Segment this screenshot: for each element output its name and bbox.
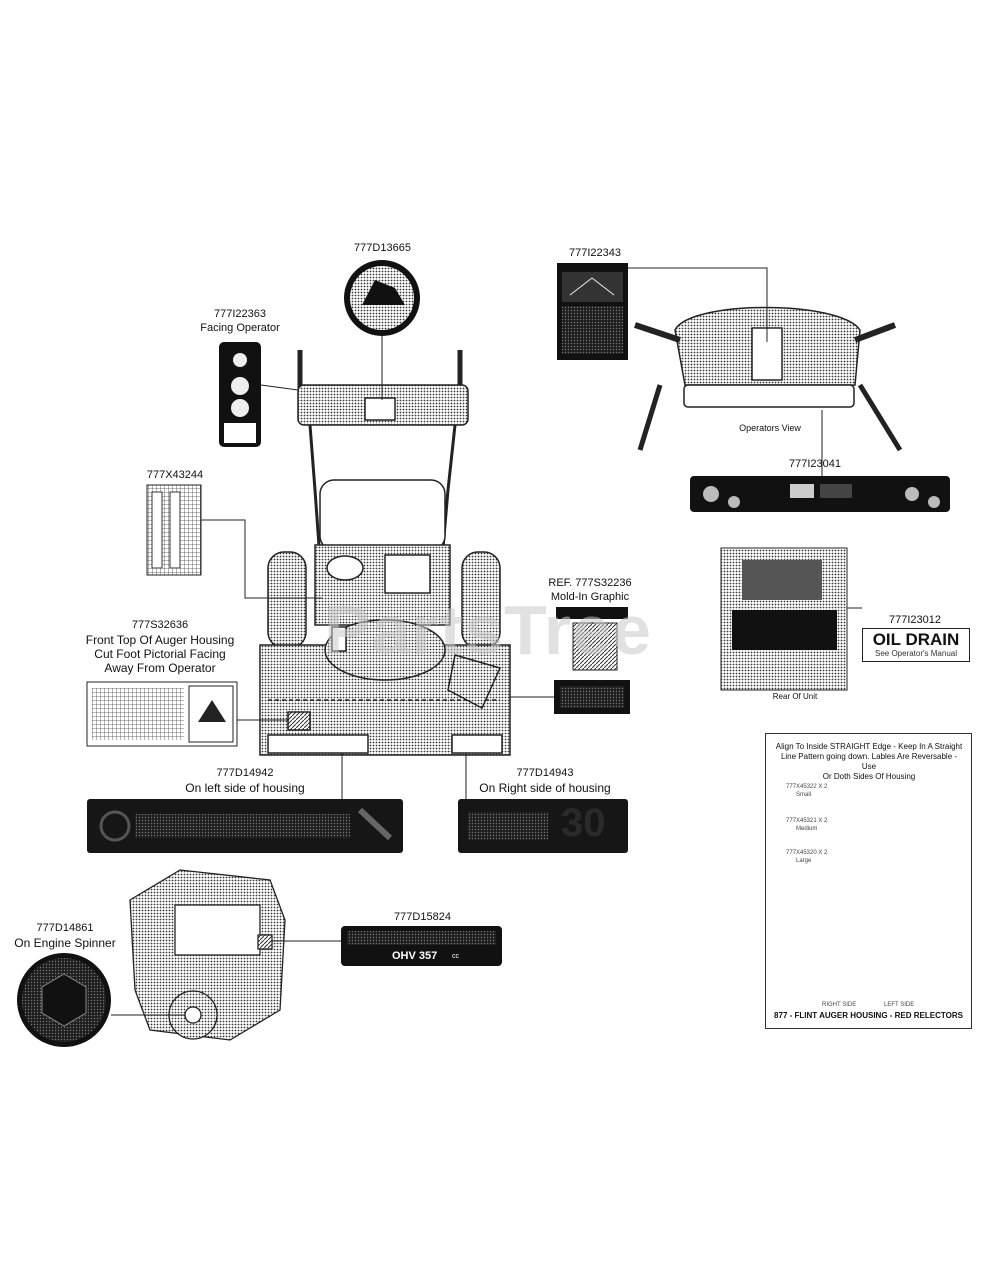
decal-777X43244 bbox=[146, 484, 202, 576]
decal-777D14943 bbox=[458, 799, 628, 853]
label-777S32636: 777S32636 bbox=[131, 619, 189, 631]
reflector-medium-size: Medium bbox=[796, 826, 818, 832]
decal-oil-drain: OIL DRAIN See Operator's Manual bbox=[862, 628, 970, 662]
decal-777I22363 bbox=[219, 342, 261, 447]
reflector-note-line2: Line Pattern going down. Lables Are Reve… bbox=[780, 752, 958, 771]
label-on-left-side: On left side of housing bbox=[185, 781, 305, 795]
rear-of-unit-illustration bbox=[720, 547, 848, 691]
reflector-small-size: Small bbox=[796, 792, 812, 798]
engine-illustration bbox=[129, 869, 286, 1041]
label-cut-foot-pictorial: Cut Foot Pictorial Facing bbox=[94, 647, 226, 661]
reflector-medium-label: 777X45321 X 2 bbox=[786, 818, 828, 824]
decal-777S32636 bbox=[86, 681, 238, 747]
operators-view-illustration bbox=[634, 306, 903, 452]
label-777I22343: 777I22343 bbox=[569, 247, 621, 259]
engine-model-text: OHV 357 bbox=[392, 950, 438, 962]
label-away-from-operator: Away From Operator bbox=[104, 661, 216, 675]
label-777S32236: REF. 777S32236 bbox=[548, 577, 632, 589]
reflector-small-label: 777X45322 X 2 bbox=[786, 784, 828, 790]
label-777D14942: 777D14942 bbox=[216, 767, 274, 779]
label-on-engine-spinner: On Engine Spinner bbox=[14, 936, 116, 950]
decal-777D15824 bbox=[341, 926, 502, 966]
label-777D14943: 777D14943 bbox=[516, 767, 574, 779]
decal-777D13665 bbox=[344, 260, 420, 336]
oil-drain-title: OIL DRAIN bbox=[872, 630, 960, 649]
reflector-right-side: RIGHT SIDE bbox=[822, 1002, 857, 1008]
reflector-large-size: Large bbox=[796, 858, 812, 864]
housing-decal-number: 30 bbox=[561, 801, 606, 845]
reflector-panel: Align To Inside STRAIGHT Edge - Keep In … bbox=[765, 733, 972, 1029]
label-front-top-auger: Front Top Of Auger Housing bbox=[85, 633, 235, 647]
label-operators-view: Operators View bbox=[739, 423, 801, 433]
label-777I23041: 777I23041 bbox=[789, 458, 841, 470]
leader-lines bbox=[111, 267, 862, 1016]
label-777X43244: 777X43244 bbox=[146, 469, 204, 481]
watermark: PartsTree bbox=[323, 591, 653, 669]
reflector-large-label: 777X45320 X 2 bbox=[786, 850, 828, 856]
decal-777I23041 bbox=[690, 476, 950, 512]
label-777I22363: 777I22363 bbox=[214, 308, 266, 320]
reflector-note-line3: Or Doth Sides Of Housing bbox=[822, 772, 916, 781]
label-facing-operator: Facing Operator bbox=[200, 322, 280, 334]
oil-drain-subtitle: See Operator's Manual bbox=[874, 649, 957, 658]
reflector-note: Align To Inside STRAIGHT Edge - Keep In … bbox=[774, 742, 964, 782]
label-777D15824: 777D15824 bbox=[394, 911, 451, 923]
reflector-note-line1: Align To Inside STRAIGHT Edge - Keep In … bbox=[775, 742, 963, 751]
decal-777D14942 bbox=[87, 799, 403, 853]
decal-777D14861 bbox=[17, 953, 111, 1047]
decal-777I22343 bbox=[557, 263, 628, 360]
reflector-footer: 877 - FLINT AUGER HOUSING - RED RELECTOR… bbox=[774, 1011, 963, 1020]
label-on-right-side: On Right side of housing bbox=[479, 781, 611, 795]
decal-777S32236 bbox=[554, 607, 630, 714]
engine-model-unit: cc bbox=[452, 953, 459, 960]
snow-blower-illustration bbox=[259, 350, 511, 756]
label-777I23012: 777I23012 bbox=[889, 614, 941, 626]
label-777D13665: 777D13665 bbox=[354, 242, 411, 254]
label-rear-of-unit: Rear Of Unit bbox=[772, 692, 818, 701]
label-777D14861: 777D14861 bbox=[36, 922, 94, 934]
reflector-left-side: LEFT SIDE bbox=[884, 1002, 915, 1008]
label-mold-in-graphic: Mold-In Graphic bbox=[550, 591, 630, 603]
